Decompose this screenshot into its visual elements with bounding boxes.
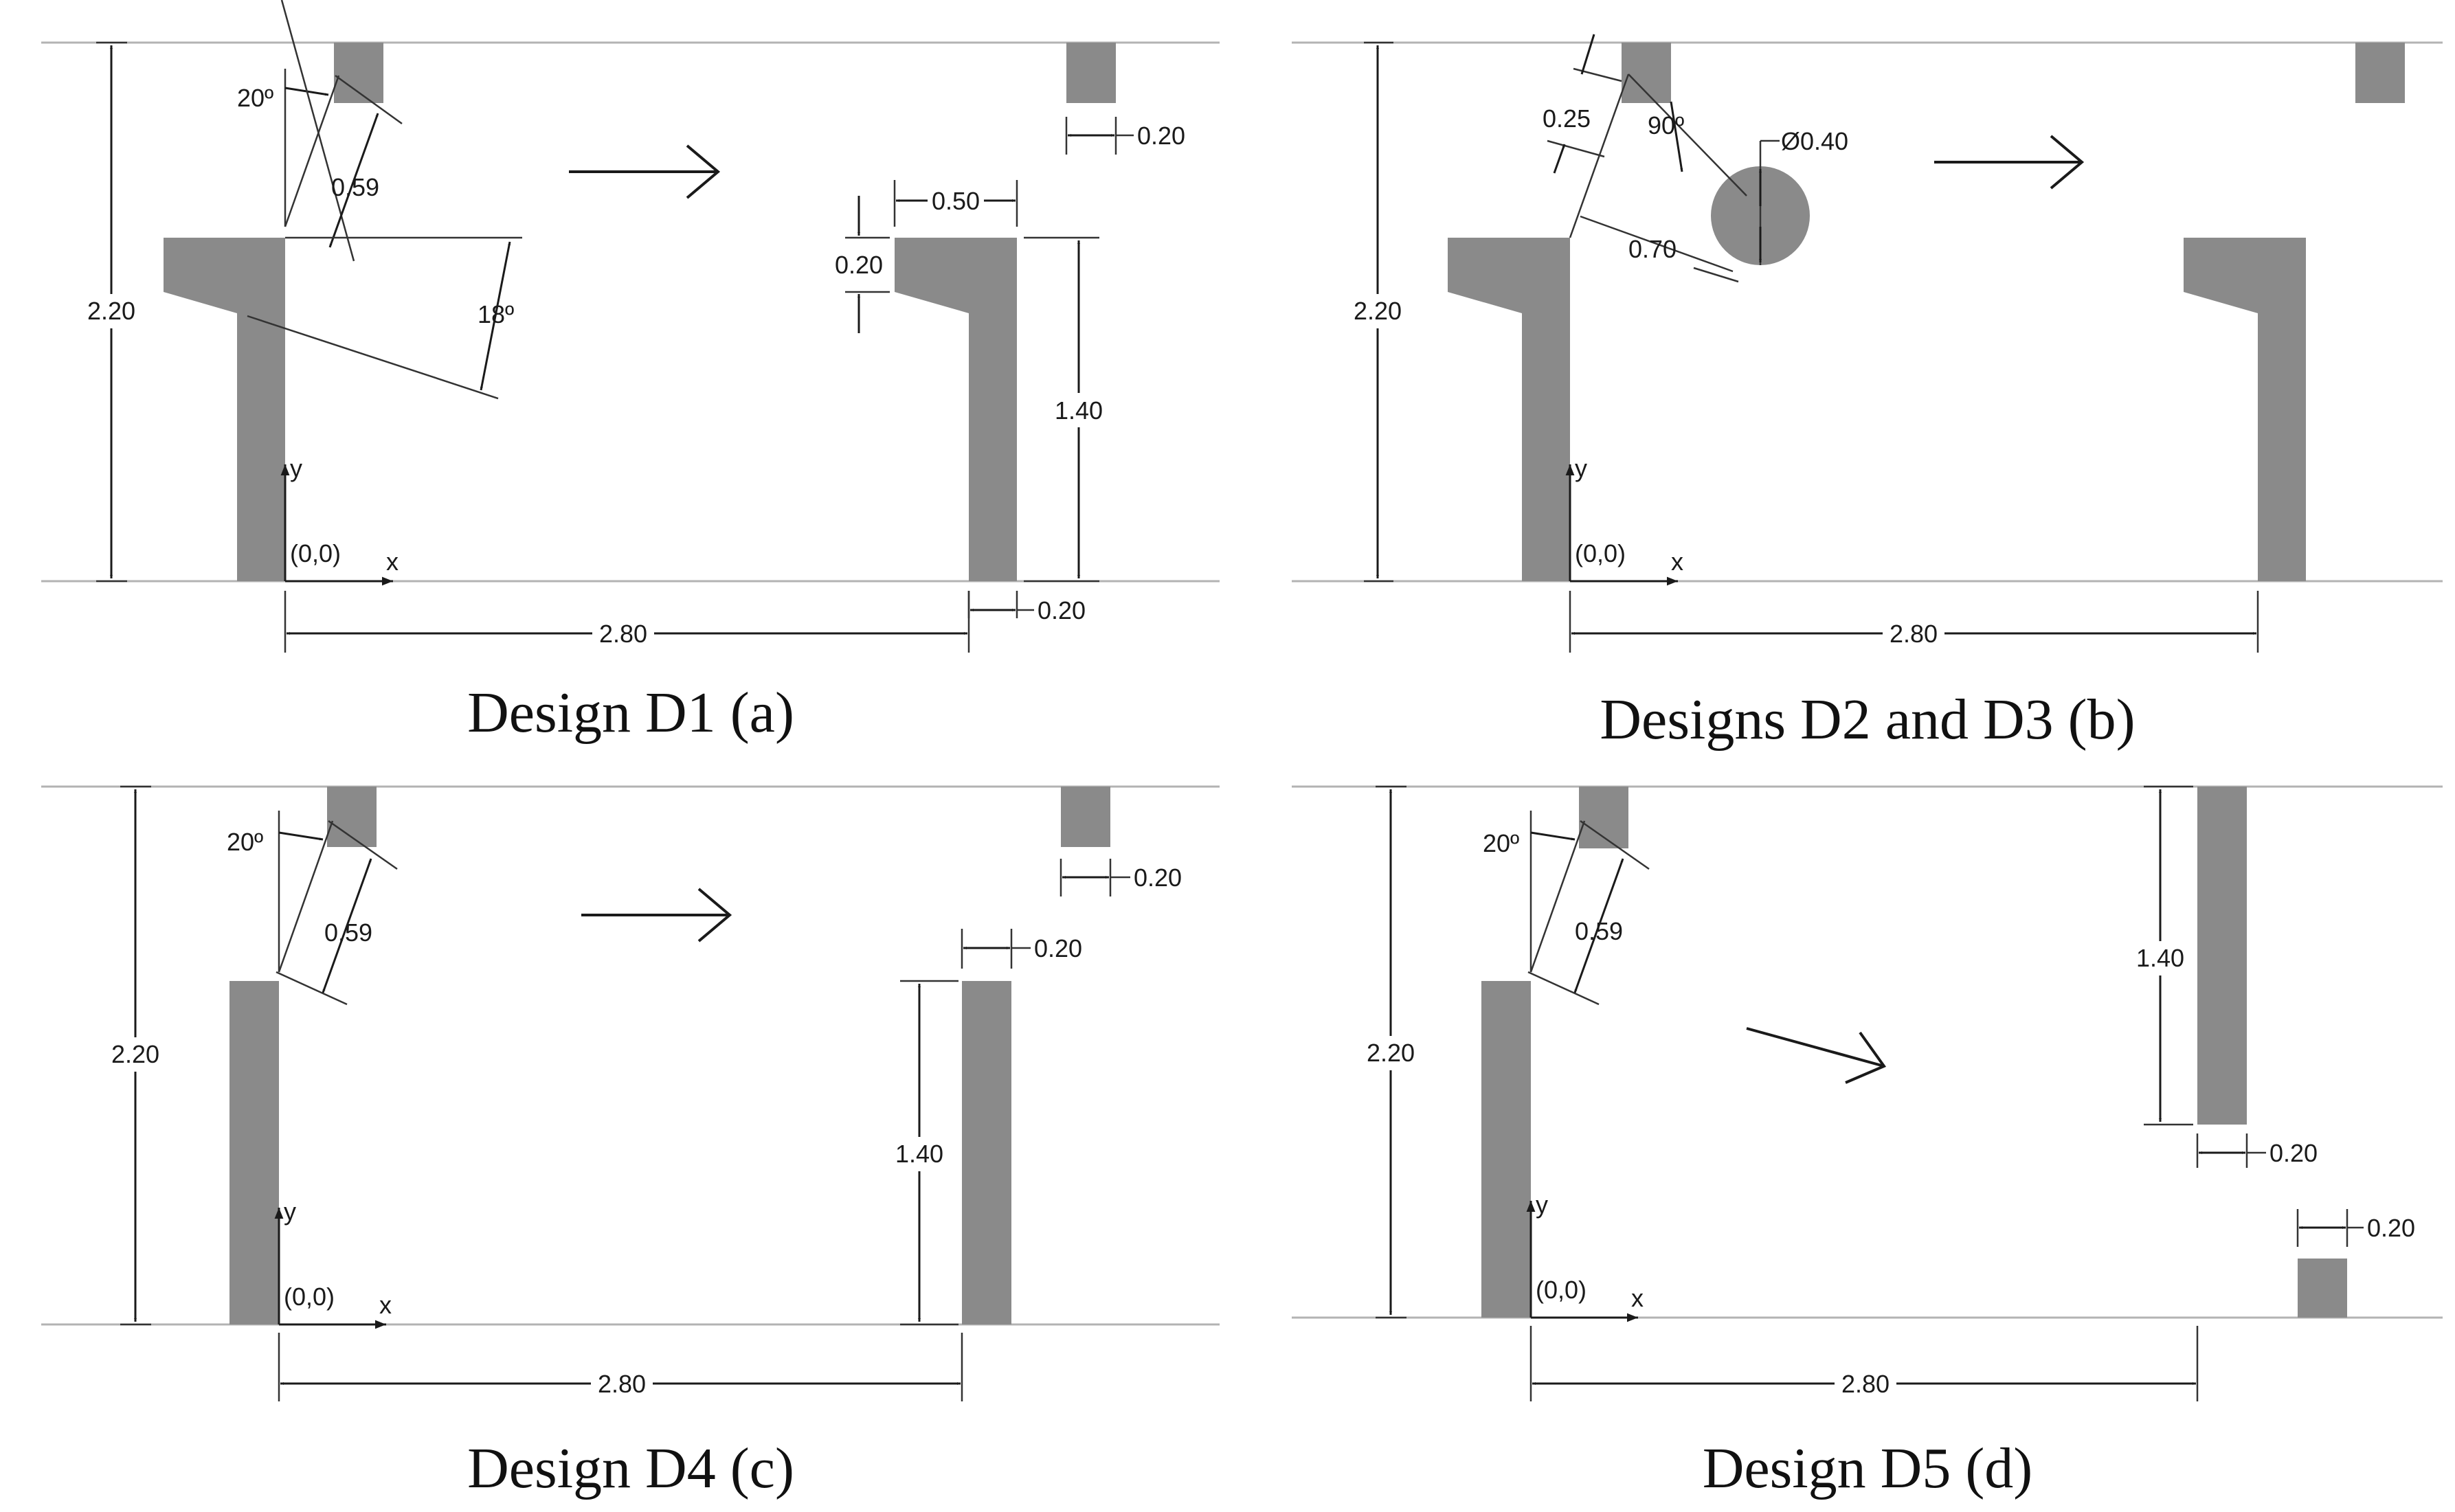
axis-x-label: x xyxy=(1671,548,1683,576)
dim-right-top-width-label: 0.20 xyxy=(1137,122,1185,150)
origin-label: (0,0) xyxy=(290,539,341,567)
left-wall-with-lip xyxy=(164,238,285,581)
dim-bottom-block-width-label: 0.20 xyxy=(2367,1214,2415,1242)
dim-059-label: 0.59 xyxy=(331,173,379,201)
bottom-block-right xyxy=(2298,1259,2347,1318)
caption: Designs D2 and D3 (b) xyxy=(1600,688,2135,752)
top-block-left xyxy=(334,43,383,103)
panel-d: 2.20 20º 0.59 1.40 0.20 0.20 2 xyxy=(1292,785,2443,1500)
dim-top-wall-width-label: 0.20 xyxy=(2269,1139,2318,1167)
angle-90-label: 90º xyxy=(1648,111,1684,139)
dim-059-line xyxy=(328,113,379,248)
axis-x-label: x xyxy=(379,1291,392,1319)
angle-slope-label: 18º xyxy=(478,300,514,328)
flow-direction-arrow xyxy=(1746,1027,1885,1068)
dim-top-wall-height-label: 1.40 xyxy=(2136,944,2184,972)
top-block-left xyxy=(1579,787,1628,848)
dim-span-label: 2.80 xyxy=(1841,1370,1890,1398)
panel-b: 2.20 0.25 90º Ø0.40 0.70 2.80 y x ( xyxy=(1292,34,2443,752)
caption: Design D1 (a) xyxy=(467,681,794,745)
height-label: 2.20 xyxy=(87,297,135,325)
axis-y-label: y xyxy=(1536,1191,1548,1219)
panel-a: 2.20 20º 0.59 18º 0.50 0.20 0.20 xyxy=(41,0,1220,745)
angle-top-label: 20º xyxy=(227,828,263,856)
top-block-right xyxy=(2355,43,2405,103)
origin-label: (0,0) xyxy=(1536,1276,1587,1304)
dim-070-label: 0.70 xyxy=(1628,235,1677,263)
top-block-left xyxy=(1622,43,1671,103)
angle-slope-arc xyxy=(480,241,511,391)
axis-y-label: y xyxy=(1575,454,1587,482)
dim-right-wall-height-label: 1.40 xyxy=(1055,396,1103,425)
left-wall xyxy=(1481,981,1531,1318)
angle-top-label: 20º xyxy=(1483,829,1519,857)
axis-x-label: x xyxy=(1631,1284,1644,1312)
top-block-right xyxy=(1066,43,1116,103)
right-wall-with-lip xyxy=(2184,238,2306,581)
dim-right-wall-height-label: 1.40 xyxy=(895,1140,943,1168)
dim-right-wall-width-label: 0.20 xyxy=(1034,934,1082,962)
axis-x-label: x xyxy=(386,548,399,576)
dim-025-label: 0.25 xyxy=(1543,104,1591,133)
height-label: 2.20 xyxy=(1354,297,1402,325)
origin-label: (0,0) xyxy=(1575,539,1626,567)
angle-top-label: 20º xyxy=(237,84,273,112)
caption: Design D4 (c) xyxy=(467,1436,794,1500)
top-block-right xyxy=(1061,787,1110,847)
top-wall-right xyxy=(2197,787,2247,1125)
dim-right-top-width-label: 0.20 xyxy=(1134,864,1182,892)
left-wall xyxy=(229,981,279,1324)
dim-diameter-label: Ø0.40 xyxy=(1781,127,1848,155)
height-label: 2.20 xyxy=(111,1040,159,1068)
left-wall-with-lip xyxy=(1448,238,1570,581)
axis-y-label: y xyxy=(284,1197,296,1226)
dim-span-label: 2.80 xyxy=(598,1370,646,1398)
dim-span-label: 2.80 xyxy=(599,620,647,648)
dim-right-wall-width-label: 0.20 xyxy=(1038,596,1086,624)
dim-lip-height-label: 0.20 xyxy=(835,251,883,279)
right-wall-with-lip xyxy=(895,238,1017,581)
height-label: 2.20 xyxy=(1367,1039,1415,1067)
dim-059-label: 0.59 xyxy=(324,918,372,947)
panel-c: 2.20 20º 0.59 0.20 0.20 1.40 2 xyxy=(41,785,1220,1500)
right-wall xyxy=(962,981,1011,1324)
dim-lip-width-label: 0.50 xyxy=(932,187,980,215)
axis-y-label: y xyxy=(290,454,302,482)
dim-span-label: 2.80 xyxy=(1890,620,1938,648)
origin-label: (0,0) xyxy=(284,1283,335,1311)
caption: Design D5 (d) xyxy=(1703,1436,2033,1500)
dim-059-label: 0.59 xyxy=(1575,917,1623,945)
